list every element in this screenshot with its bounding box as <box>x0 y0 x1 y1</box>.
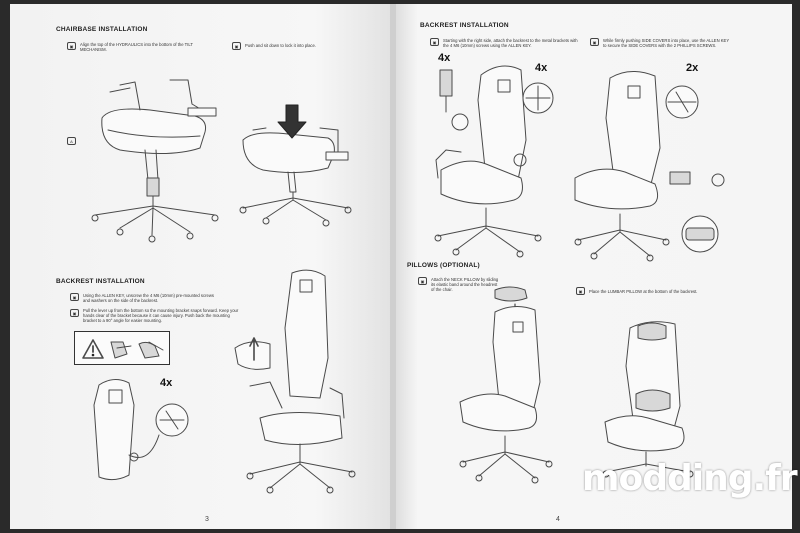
step-text: While firmly pushing SIDE COVERS into pl… <box>603 38 730 49</box>
step-badge-icon: ▣ <box>67 42 76 50</box>
quantity-label: 2x <box>686 62 699 74</box>
step-text: Pull the lever up from the bottom so the… <box>83 308 239 324</box>
step-badge-icon: ▣ <box>590 38 599 46</box>
page-gutter <box>390 4 396 529</box>
neck-pillow-illustration <box>459 286 553 484</box>
part-badge-icon: A <box>67 137 76 145</box>
step-badge-icon: ▣ <box>70 293 79 301</box>
section-title-backrest: BACKREST INSTALLATION <box>56 278 145 285</box>
step-badge-icon: ▣ <box>70 309 79 317</box>
section-title-chairbase: CHAIRBASE INSTALLATION <box>56 26 148 33</box>
backrest-attach-illustration <box>434 65 554 258</box>
section-title-backrest-right: BACKREST INSTALLATION <box>420 22 509 29</box>
step-text: Place the LUMBAR PILLOW at the bottom of… <box>589 289 698 294</box>
chair-seat-hydraulic-illustration <box>91 79 219 243</box>
warning-pictogram-box <box>74 331 170 365</box>
chair-bracket-lever-illustration <box>234 269 356 494</box>
warning-triangle-icon <box>82 339 164 359</box>
backrest-unscrew-illustration <box>93 379 189 481</box>
side-cover-screw-illustration <box>574 71 725 262</box>
step-badge-icon: ▣ <box>418 277 427 285</box>
section-title-pillows: PILLOWS (OPTIONAL) <box>407 262 480 269</box>
step-badge-icon: ▣ <box>430 38 439 46</box>
step-text: Align the top of the HYDRAULICS into the… <box>80 42 193 53</box>
quantity-label: 4x <box>535 62 548 74</box>
manual-spread <box>10 4 792 529</box>
step-text: Attach the NECK PILLOW by sliding its el… <box>431 277 499 293</box>
step-badge-icon: ▣ <box>576 287 585 295</box>
quantity-label: 4x <box>438 52 451 64</box>
step-text: Starting with the right side, attach the… <box>443 38 578 49</box>
quantity-label: 4x <box>160 377 173 389</box>
page-number: 3 <box>205 516 209 523</box>
right-page <box>394 4 792 529</box>
page-number: 4 <box>556 516 560 523</box>
watermark-logo: modding.fr <box>582 458 798 499</box>
step-text: Using the ALLEN KEY, unscrew the 4 M6 (1… <box>83 293 214 304</box>
chair-push-down-illustration <box>239 104 352 227</box>
lumbar-pillow-illustration <box>602 321 694 478</box>
step-badge-icon: ▣ <box>232 42 241 50</box>
step-text: Push and sit down to lock it into place. <box>245 43 316 48</box>
